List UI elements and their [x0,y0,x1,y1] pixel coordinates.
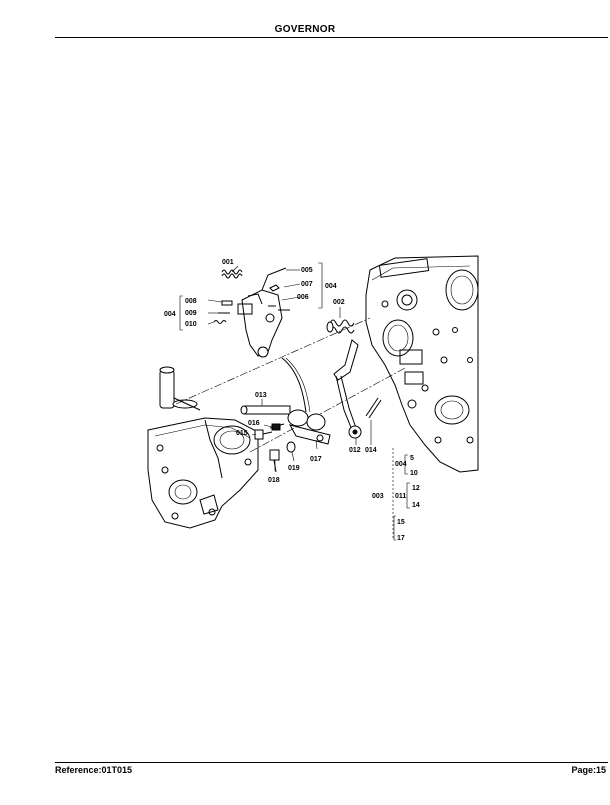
linkage-rod [281,357,307,413]
reference-label: Reference:01T015 [55,765,133,775]
legend-5: 5 [410,455,414,462]
legend-12: 12 [412,485,420,492]
callout-002: 002 [333,299,345,306]
callout-006: 006 [297,294,309,301]
callout-013: 013 [255,392,267,399]
spring-002 [326,319,355,334]
legend-10: 10 [410,470,418,477]
callout-004-right: 004 [325,283,337,290]
callout-001: 001 [222,259,234,266]
callout-010: 010 [185,321,197,328]
callout-017: 017 [310,456,322,463]
legend-14: 14 [412,502,420,509]
washer-019 [286,441,296,453]
callout-018: 018 [268,477,280,484]
bolt-018 [269,449,280,473]
fork-lever [237,267,287,358]
spring-001 [221,269,243,279]
governor-shaft [159,366,201,411]
callout-008: 008 [185,298,197,305]
pin-014 [365,397,382,419]
bolt-015 [254,429,273,440]
legend-17: 17 [397,535,405,542]
header-rule [55,37,608,38]
page-title: GOVERNOR [274,24,336,35]
lever-017 [287,409,331,445]
page-number: Page:15 [571,765,606,775]
callout-007: 007 [301,281,313,288]
subassembly-legend: 004 5 10 003 011 12 14 15 17 [372,448,420,542]
axis-line-upper [175,317,371,405]
engine-block [365,255,479,473]
callout-019: 019 [288,465,300,472]
legend-003: 003 [372,493,384,500]
callout-014: 014 [365,447,377,454]
bolt-016 [269,423,285,431]
callout-004-left: 004 [164,311,176,318]
callout-009: 009 [185,310,197,317]
callout-015: 015 [236,430,248,437]
legend-15: 15 [397,519,405,526]
callout-016: 016 [248,420,260,427]
legend-004: 004 [395,461,407,468]
parts-006-007 [268,284,290,311]
callout-012: 012 [349,447,361,454]
small-parts-008-010 [213,300,233,324]
control-lever [333,339,362,439]
axis-line-lower [249,367,406,453]
shaft-013 [240,405,291,415]
callout-005: 005 [301,267,313,274]
footer-rule [55,762,608,763]
gear-case [147,417,259,529]
legend-011: 011 [395,493,406,500]
leader-lines [179,262,372,471]
